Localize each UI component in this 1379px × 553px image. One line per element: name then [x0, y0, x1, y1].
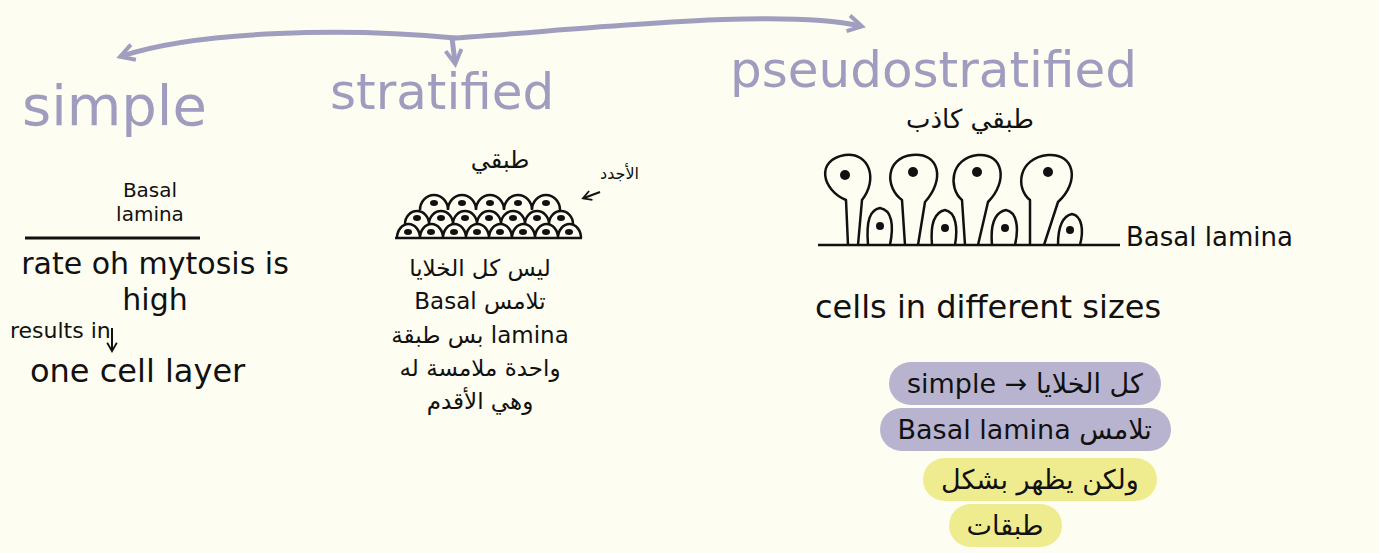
arabic-note: الأجدد [600, 164, 680, 183]
arabic-term: طبقي كاذب [880, 104, 1060, 135]
highlight-band: simple → كل الخلايا [889, 362, 1161, 405]
band-text: تلامس Basal lamina [898, 412, 1152, 447]
highlight-band: طبقات [949, 504, 1062, 547]
band-text: طبقات [967, 508, 1044, 543]
heading: simple [22, 72, 282, 139]
note-text: cells in different sizes [815, 288, 1335, 326]
note-text: one cell layer [30, 352, 330, 390]
basal-lamina-label: Basal lamina [100, 178, 200, 226]
highlight-band: ولكن يظهر بشكل [923, 458, 1157, 501]
down-arrow [111, 328, 113, 350]
pseudo-nuclei [840, 167, 1074, 234]
heading: stratified [330, 62, 630, 122]
band-text: ولكن يظهر بشكل [941, 462, 1139, 497]
band-text: simple → كل الخلايا [907, 366, 1143, 401]
pseudostratified-cells [818, 155, 1120, 245]
heading: pseudostratified [730, 40, 1210, 100]
arabic-note: ليس كل الخلايا تلامس Basal lamina بس طبق… [385, 252, 575, 419]
note-text: rate oh mytosis is high [10, 246, 300, 318]
highlight-band: تلامس Basal lamina [880, 408, 1171, 451]
arabic-term: طبقي [450, 146, 550, 175]
basal-lamina-label: Basal lamina [1126, 222, 1366, 253]
note-text: results in [10, 318, 120, 344]
nuclei [404, 200, 573, 235]
stratified-cells [395, 195, 582, 238]
pointer-arrow [584, 192, 600, 198]
basal-line [25, 237, 200, 240]
